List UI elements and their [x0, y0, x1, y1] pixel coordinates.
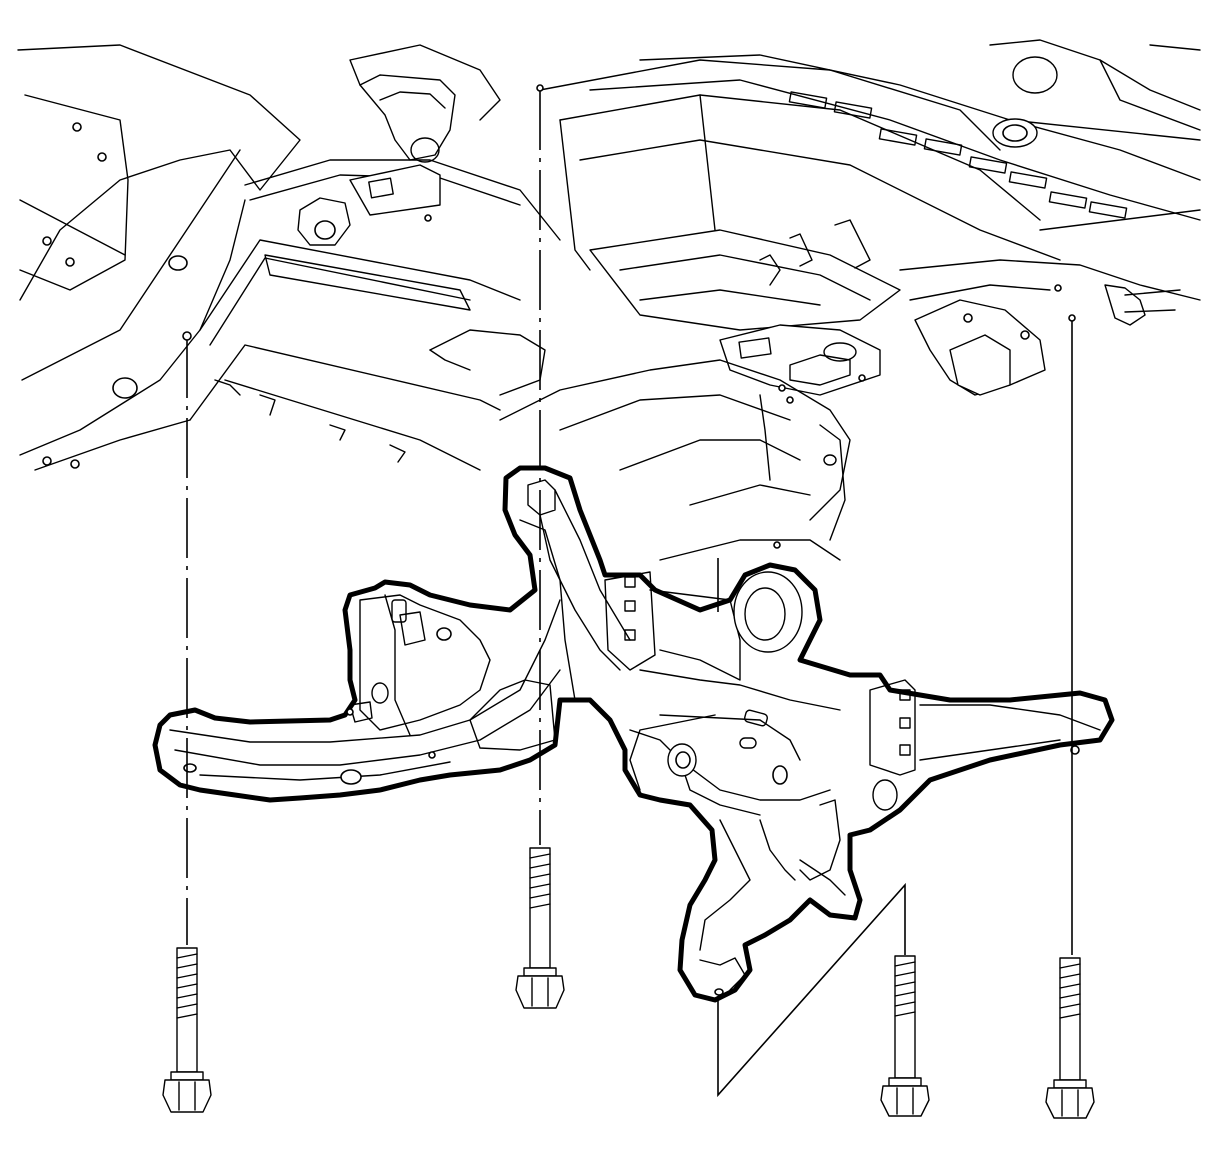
alignment-lines [182, 84, 1076, 1098]
frame-cradle [152, 465, 1115, 1003]
bolt-1 [162, 947, 212, 1113]
vehicle-underbody [17, 39, 1201, 561]
bolt-2 [515, 847, 565, 1009]
bolt-4 [1045, 957, 1095, 1119]
frame-outline [152, 465, 1115, 1003]
bolt-3 [880, 955, 930, 1117]
